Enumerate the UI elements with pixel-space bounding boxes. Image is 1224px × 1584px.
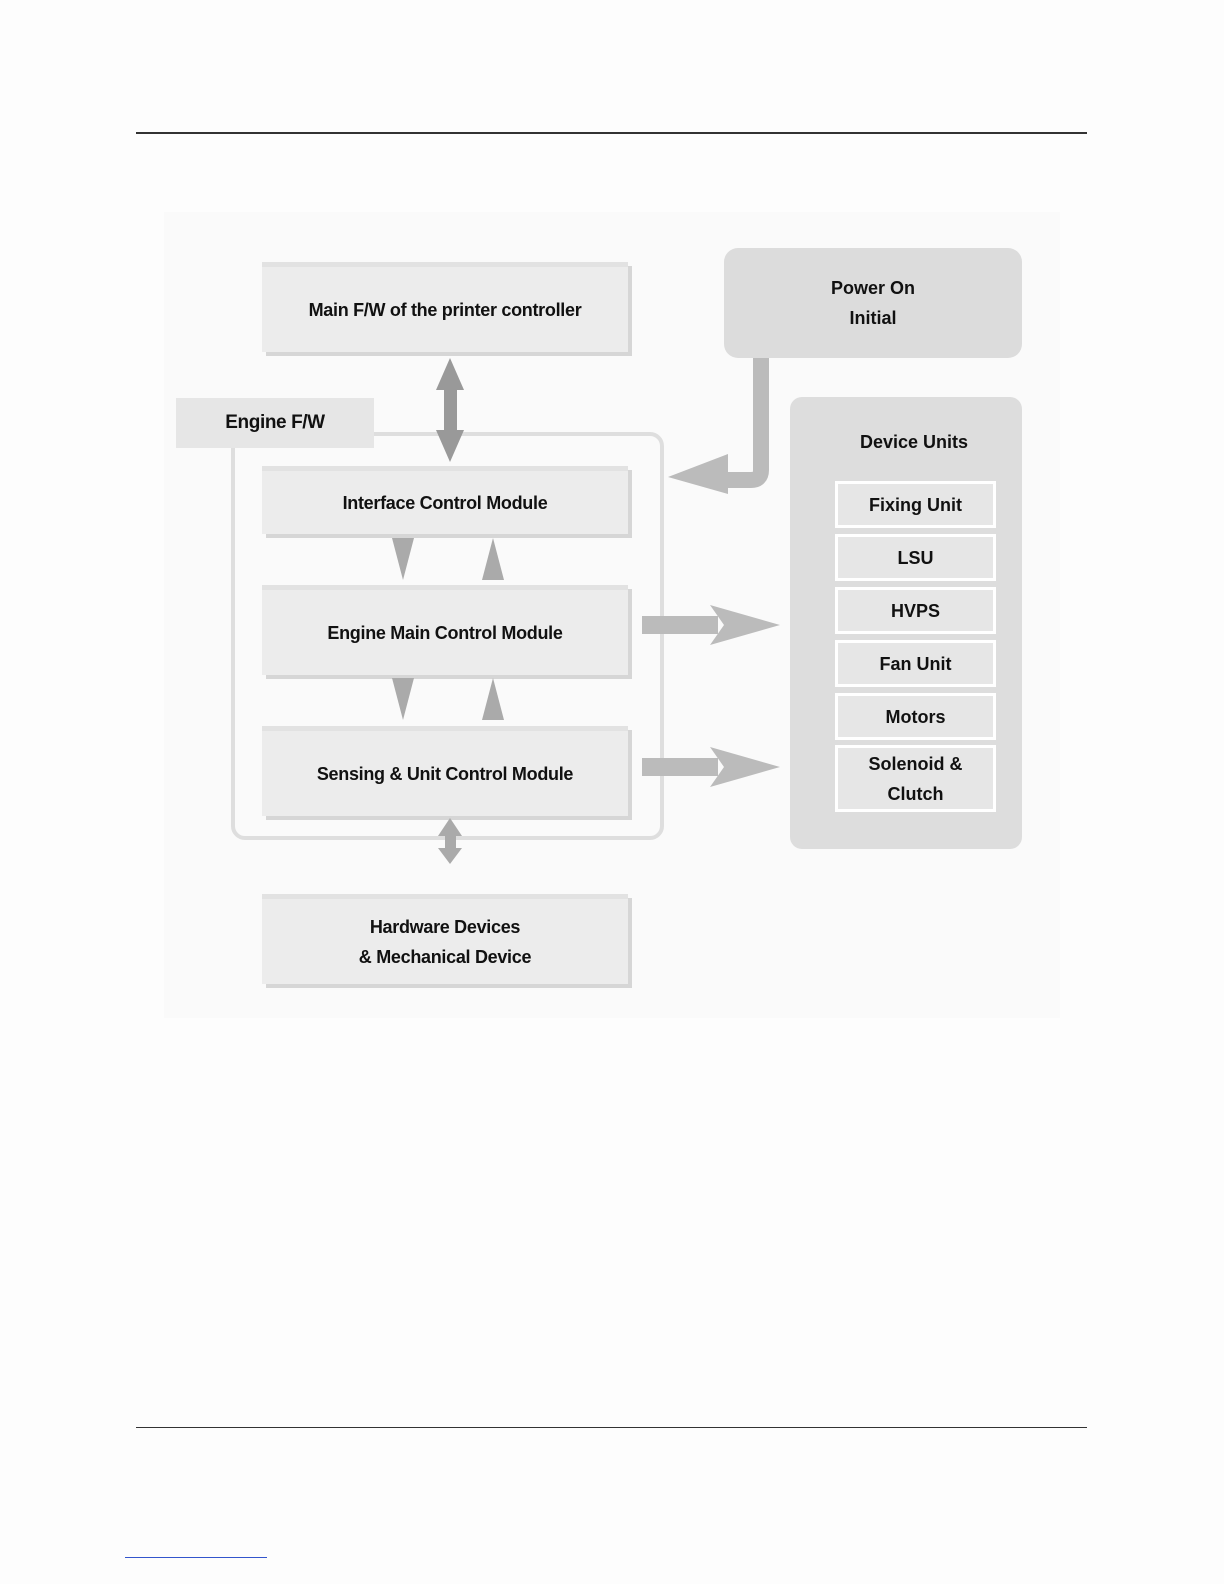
- arrow-down-interface-to-main: [392, 538, 414, 580]
- arrow-power-to-engine: [668, 358, 761, 494]
- arrow-up-sensing-to-main: [482, 678, 504, 720]
- footer-rule: [136, 1427, 1087, 1428]
- arrow-up-main-to-interface: [482, 538, 504, 580]
- double-arrow-engine-hardware: [438, 818, 462, 864]
- arrow-down-main-to-sensing: [392, 678, 414, 720]
- double-arrow-main-engine: [436, 358, 464, 462]
- footer-link-underline: [125, 1557, 267, 1558]
- arrow-sensing-to-devices: [642, 747, 780, 787]
- arrow-engine-main-to-devices: [642, 605, 780, 645]
